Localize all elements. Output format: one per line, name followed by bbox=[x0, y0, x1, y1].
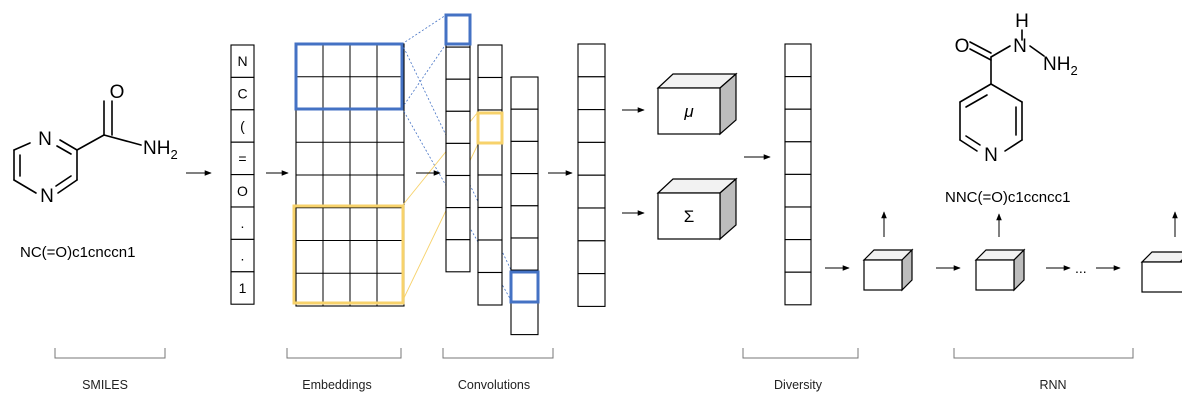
rnn-cell-1 bbox=[862, 248, 914, 292]
conv-a-cell bbox=[445, 78, 471, 112]
diversity-cell bbox=[784, 206, 812, 241]
conv-b-cell bbox=[477, 44, 503, 79]
rnn-cell-2 bbox=[974, 248, 1026, 292]
diversity-column bbox=[784, 43, 812, 306]
conv-b-cell bbox=[477, 141, 503, 176]
output-atom-oxygen: O bbox=[955, 36, 970, 57]
conv-a-cell bbox=[445, 239, 471, 273]
conv-a-cell bbox=[445, 46, 471, 80]
token-label: . bbox=[241, 248, 245, 264]
token-label: O bbox=[237, 183, 248, 199]
input-molecule-structure bbox=[13, 100, 142, 194]
input-atom-amide: NH2 bbox=[143, 138, 178, 162]
conv-c-cell bbox=[510, 269, 539, 303]
input-atom-n-bottom: N bbox=[40, 186, 54, 207]
stage-label-convolutions: Convolutions bbox=[458, 378, 530, 392]
conv-c-cell bbox=[510, 205, 539, 239]
output-atom-h: H bbox=[1015, 11, 1029, 32]
token-label: N bbox=[237, 53, 247, 69]
dense-cell bbox=[577, 207, 606, 242]
dense-cell bbox=[577, 174, 606, 209]
diversity-cell bbox=[784, 76, 812, 110]
dense-cell bbox=[577, 109, 606, 143]
dense-cell bbox=[577, 240, 606, 275]
diversity-cell bbox=[784, 43, 812, 78]
stage-label-diversity: Diversity bbox=[774, 378, 823, 392]
input-atom-oxygen: O bbox=[110, 82, 125, 103]
conv-c-cell bbox=[510, 173, 539, 207]
embedding-matrix bbox=[295, 43, 405, 307]
conv-a-cell bbox=[445, 142, 471, 177]
dense-cell bbox=[577, 43, 606, 78]
output-atom-n1: N bbox=[1013, 36, 1027, 57]
conv-c-cell bbox=[510, 237, 539, 271]
conv-b-cell bbox=[477, 76, 503, 111]
token-column: N C ( = O.. 1 bbox=[230, 44, 255, 305]
diversity-cell bbox=[784, 173, 812, 208]
token-label: . bbox=[241, 215, 245, 231]
convolution-columns bbox=[445, 14, 539, 336]
conv-c-cell bbox=[510, 108, 539, 142]
diversity-cell bbox=[784, 108, 812, 143]
dense-cell bbox=[577, 76, 606, 111]
diversity-cell bbox=[784, 239, 812, 273]
stage-label-embeddings: Embeddings bbox=[302, 378, 372, 392]
output-smiles-string: NNC(=O)c1ccncc1 bbox=[945, 189, 1070, 206]
conv-blue-cell bbox=[444, 13, 472, 46]
token-label: C bbox=[237, 86, 247, 102]
conv-yellow-cell bbox=[476, 111, 504, 145]
stage-label-smiles: SMILES bbox=[82, 378, 128, 392]
conv-b-cell bbox=[477, 174, 503, 209]
dense-column bbox=[577, 43, 606, 307]
diversity-cell bbox=[784, 141, 812, 175]
sigma-box: Σ bbox=[656, 177, 738, 241]
conv-a-cell bbox=[445, 207, 471, 241]
conv-b-cell bbox=[477, 109, 503, 144]
conv-b-cell bbox=[477, 271, 503, 306]
token-label: 1 bbox=[239, 280, 247, 296]
token-label: = bbox=[238, 150, 246, 166]
conv-b-cell bbox=[477, 206, 503, 241]
conv-a-cell bbox=[445, 174, 471, 209]
token-cell bbox=[230, 271, 255, 305]
token-label: ( bbox=[240, 118, 245, 134]
dense-cell bbox=[577, 273, 606, 307]
conv-b-cell bbox=[477, 239, 503, 274]
dense-cell bbox=[577, 141, 606, 176]
mu-label: μ bbox=[683, 102, 694, 121]
diversity-cell bbox=[784, 271, 812, 306]
embedding-blue-window bbox=[294, 42, 404, 111]
output-atom-nh2: NH2 bbox=[1043, 54, 1078, 78]
output-molecule-structure bbox=[959, 29, 1045, 152]
sigma-label: Σ bbox=[684, 207, 695, 226]
conv-c-cell bbox=[510, 140, 539, 175]
conv-a-cell bbox=[445, 14, 471, 48]
rnn-cell-3 bbox=[1140, 251, 1182, 293]
embedding-yellow-window bbox=[292, 204, 405, 305]
mu-box: μ bbox=[656, 72, 738, 136]
stage-braces bbox=[54, 348, 1134, 359]
input-atom-n-top: N bbox=[38, 129, 52, 150]
output-atom-ring-n: N bbox=[984, 145, 998, 166]
conv-c-cell bbox=[510, 76, 539, 110]
stage-label-rnn: RNN bbox=[1039, 378, 1066, 392]
rnn-ellipsis: ... bbox=[1075, 260, 1087, 276]
input-smiles-string: NC(=O)c1cnccn1 bbox=[20, 244, 135, 261]
conv-c-cell bbox=[510, 301, 539, 336]
conv-blue-cell-bottom bbox=[509, 270, 540, 304]
conv-a-cell bbox=[445, 110, 471, 144]
